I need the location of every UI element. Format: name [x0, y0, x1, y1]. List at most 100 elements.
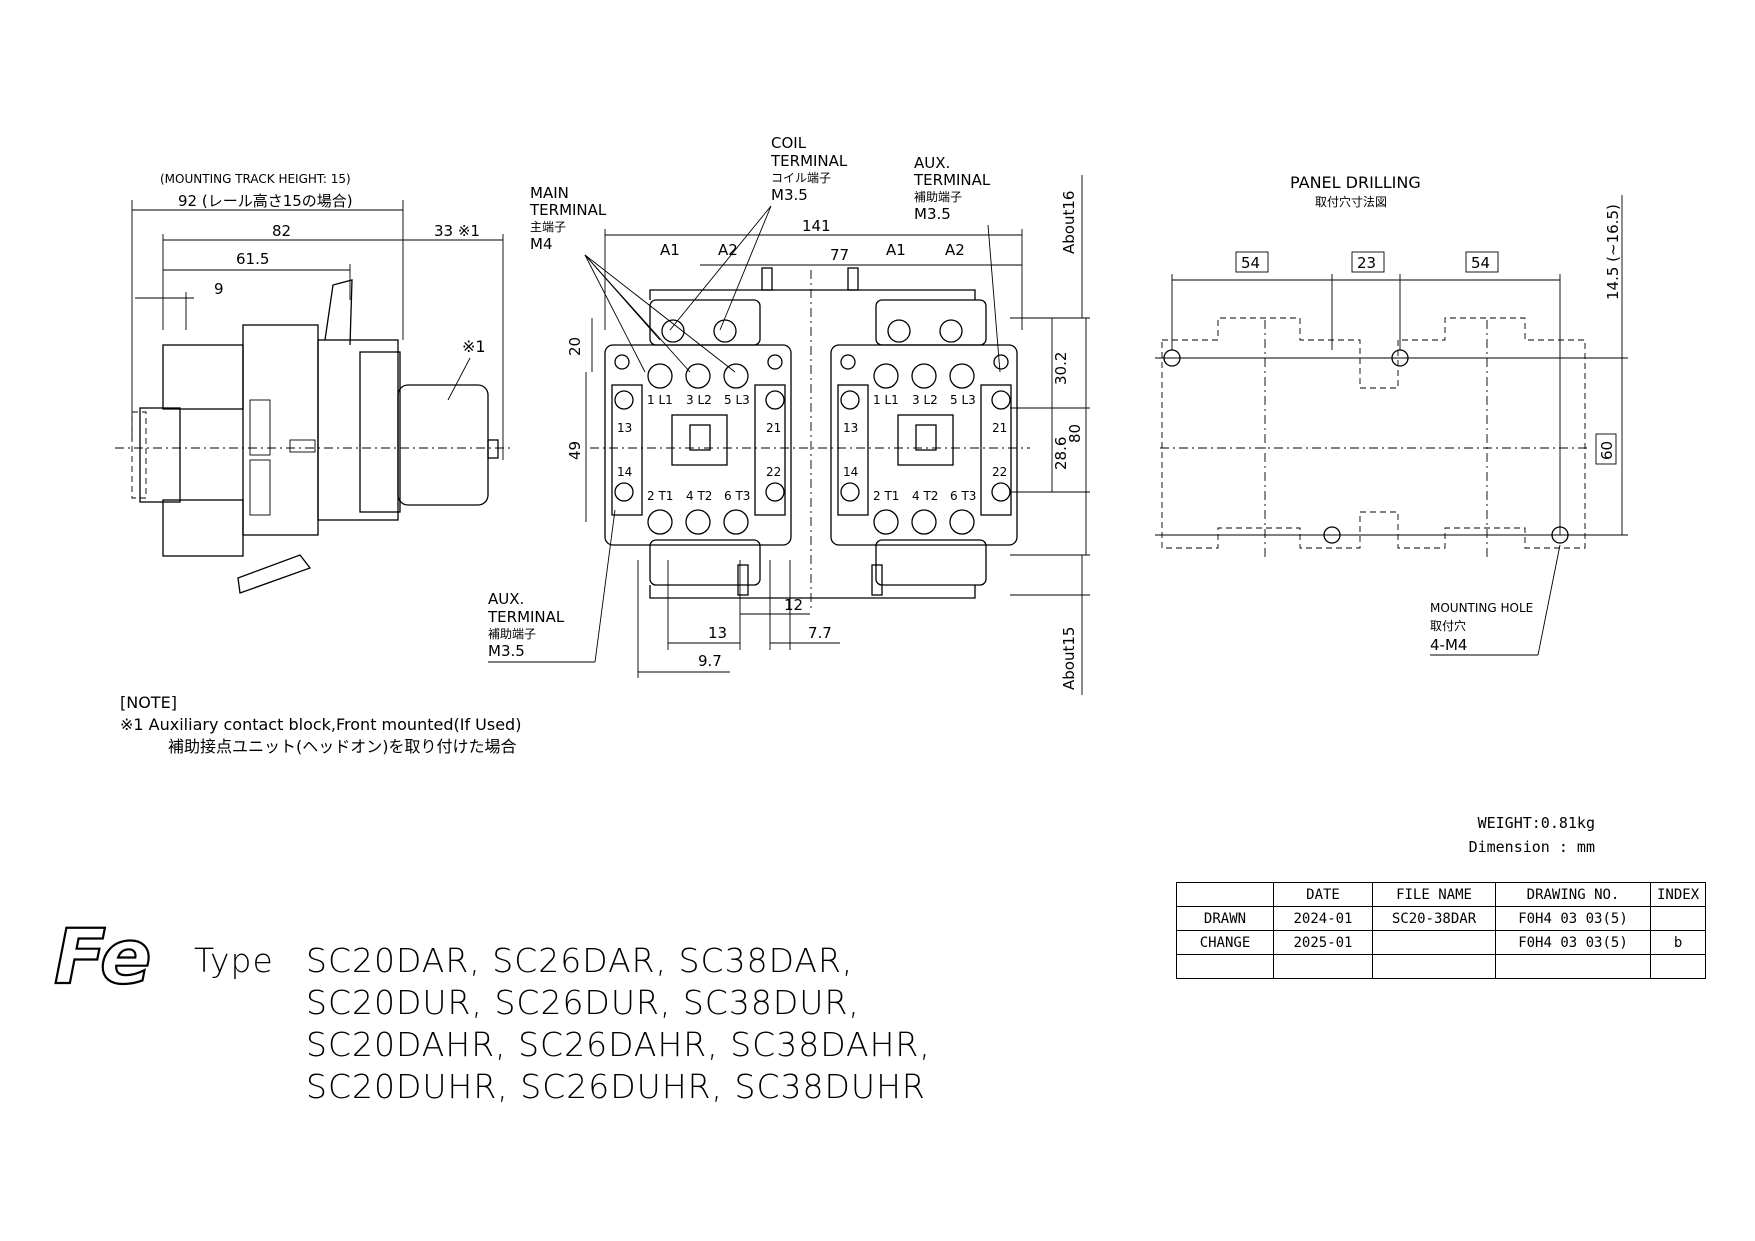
track-height-note: (MOUNTING TRACK HEIGHT: 15)	[160, 172, 351, 186]
title-block-cell	[1649, 906, 1707, 931]
title-block-cell	[1372, 954, 1496, 979]
note-line-2: 補助接点ユニット(ヘッドオン)を取り付けた場合	[168, 737, 517, 756]
title-block-cell: 2024-01	[1273, 906, 1373, 931]
main-terminal-label-2: TERMINAL	[529, 201, 607, 219]
title-block-header-cell: DRAWING NO.	[1495, 882, 1651, 907]
left-term-l2: 3 L2	[686, 393, 712, 407]
mounting-hole-label-1: MOUNTING HOLE	[1430, 601, 1533, 615]
dim-61-5-label: 61.5	[236, 250, 269, 268]
model-type-text: SC20DAHR, SC26DAHR, SC38DAHR,	[306, 1025, 931, 1064]
main-terminal-label-1: MAIN	[530, 184, 569, 202]
left-aux-14: 14	[617, 465, 632, 479]
title-block-row	[1176, 954, 1707, 979]
model-types: Type SC20DAR, SC26DAR, SC38DAR, SC20DUR, …	[194, 940, 931, 1108]
front-view: MAIN TERMINAL 主端子 M4 COIL TERMINAL コイル端子…	[487, 134, 1090, 695]
side-release-lever	[237, 554, 312, 594]
dim-13-label: 13	[708, 624, 727, 642]
mounting-hole-label-3: 4-M4	[1430, 636, 1467, 654]
left-term-t1: 2 T1	[647, 489, 673, 503]
aux-top-label-2: TERMINAL	[913, 171, 991, 189]
mounting-hole-br	[1551, 526, 1569, 544]
left-term-t2: 4 T2	[686, 489, 712, 503]
title-block-cell	[1649, 954, 1707, 979]
coil-terminal-label-2: TERMINAL	[770, 152, 848, 170]
title-block-cell: F0H4 03 03(5)	[1495, 930, 1651, 955]
mounting-hole-label-2: 取付穴	[1430, 618, 1466, 633]
left-term-t3: 6 T3	[724, 489, 750, 503]
coil-terminal-label-1: COIL	[771, 134, 807, 152]
panel-drilling-title-jp: 取付穴寸法図	[1315, 194, 1387, 209]
title-block-header-cell: DATE	[1273, 882, 1373, 907]
aux-bottom-label-3: 補助端子	[488, 627, 536, 641]
title-block-header-cell: FILE NAME	[1372, 882, 1496, 907]
dim-12-label: 12	[784, 596, 803, 614]
model-type-text: SC20DAR, SC26DAR, SC38DAR,	[306, 941, 854, 980]
title-block-cell	[1176, 954, 1274, 979]
weight-label: WEIGHT:0.81kg	[1477, 814, 1595, 832]
title-block-header: DATE FILE NAME DRAWING NO. INDEX	[1176, 882, 1707, 907]
type-word: Type	[194, 941, 274, 980]
dim-30-2-label: 30.2	[1052, 352, 1070, 385]
title-block-cell	[1372, 930, 1496, 955]
dimension-units: Dimension : mm	[1468, 838, 1595, 856]
title-block-cell: CHANGE	[1176, 930, 1274, 955]
fe-logo: Fe	[53, 911, 153, 1002]
note-block: [NOTE] ※1 Auxiliary contact block,Front …	[120, 692, 521, 758]
dim-92-label: 92 (レール高さ15の場合)	[178, 192, 353, 210]
title-block-cell: F0H4 03 03(5)	[1495, 906, 1651, 931]
title-block-row: DRAWN 2024-01 SC20-38DAR F0H4 03 03(5)	[1176, 906, 1707, 931]
right-term-l2: 3 L2	[912, 393, 938, 407]
panel-outline	[1161, 317, 1586, 549]
mounting-hole-tm	[1391, 349, 1409, 367]
panel-drilling: PANEL DRILLING 取付穴寸法図 54 23 54 14.5 (~16…	[1155, 173, 1628, 656]
side-view: (MOUNTING TRACK HEIGHT: 15) 92 (レール高さ15の…	[115, 172, 510, 594]
aux-top-label-4: M3.5	[914, 205, 951, 223]
side-bottom-block	[162, 499, 244, 557]
contactor-left: 1 L1 3 L2 5 L3 2 T1 4 T2 6 T3 13 14 21 2…	[604, 299, 792, 586]
fe-logo-text: Fe	[54, 912, 152, 1001]
aux-top-label-3: 補助端子	[914, 190, 962, 204]
title-block-row: CHANGE 2025-01 F0H4 03 03(5) b	[1176, 930, 1707, 955]
note-line-1: ※1 Auxiliary contact block,Front mounted…	[120, 715, 522, 734]
title-block-cell: b	[1649, 930, 1707, 955]
contactor-right: 1 L1 3 L2 5 L3 2 T1 4 T2 6 T3 13 14 21 2…	[830, 299, 1018, 586]
coil-terminal-label-3: コイル端子	[771, 171, 831, 185]
left-aux-13: 13	[617, 421, 632, 435]
dim-54b-label: 54	[1471, 254, 1490, 272]
title-block-cell: 2025-01	[1273, 930, 1373, 955]
dim-82-label: 82	[272, 222, 291, 240]
note-heading: [NOTE]	[120, 693, 177, 712]
rail-clip	[139, 407, 181, 503]
a1-left: A1	[660, 241, 680, 259]
dim-23-label: 23	[1357, 254, 1376, 272]
aux-top-label-1: AUX.	[914, 154, 950, 172]
right-aux-22: 22	[992, 465, 1007, 479]
right-aux-14: 14	[843, 465, 858, 479]
interlock-bar-bottom	[649, 585, 976, 599]
title-block-header-cell: INDEX	[1649, 882, 1707, 907]
a2-left: A2	[718, 241, 738, 259]
left-aux-22: 22	[766, 465, 781, 479]
interlock-bar-top	[649, 289, 976, 300]
dim-9-7-label: 9.7	[698, 652, 722, 670]
model-type-line: Type SC20DAR, SC26DAR, SC38DAR,	[194, 940, 931, 982]
model-type-line: SC20DUR, SC26DUR, SC38DUR,	[194, 982, 931, 1024]
model-type-text: SC20DUHR, SC26DUHR, SC38DUHR	[306, 1067, 926, 1106]
model-type-text: SC20DUR, SC26DUR, SC38DUR,	[306, 983, 860, 1022]
main-terminal-label-4: M4	[530, 235, 553, 253]
coil-terminal-label-4: M3.5	[771, 186, 808, 204]
aux-bottom-label-2: TERMINAL	[487, 608, 565, 626]
aux-bottom-label-1: AUX.	[488, 590, 524, 608]
dim-77-label: 77	[830, 246, 849, 264]
right-aux-21: 21	[992, 421, 1007, 435]
a2-right: A2	[945, 241, 965, 259]
title-block-cell: SC20-38DAR	[1372, 906, 1496, 931]
dim-60-label: 60	[1598, 441, 1616, 460]
mounting-hole-bm	[1323, 526, 1341, 544]
dim-33-label: 33 ※1	[434, 222, 480, 240]
title-block-cell	[1273, 954, 1373, 979]
right-term-l1: 1 L1	[873, 393, 899, 407]
title-block-header-cell	[1176, 882, 1274, 907]
about15-label: About15	[1060, 627, 1078, 690]
